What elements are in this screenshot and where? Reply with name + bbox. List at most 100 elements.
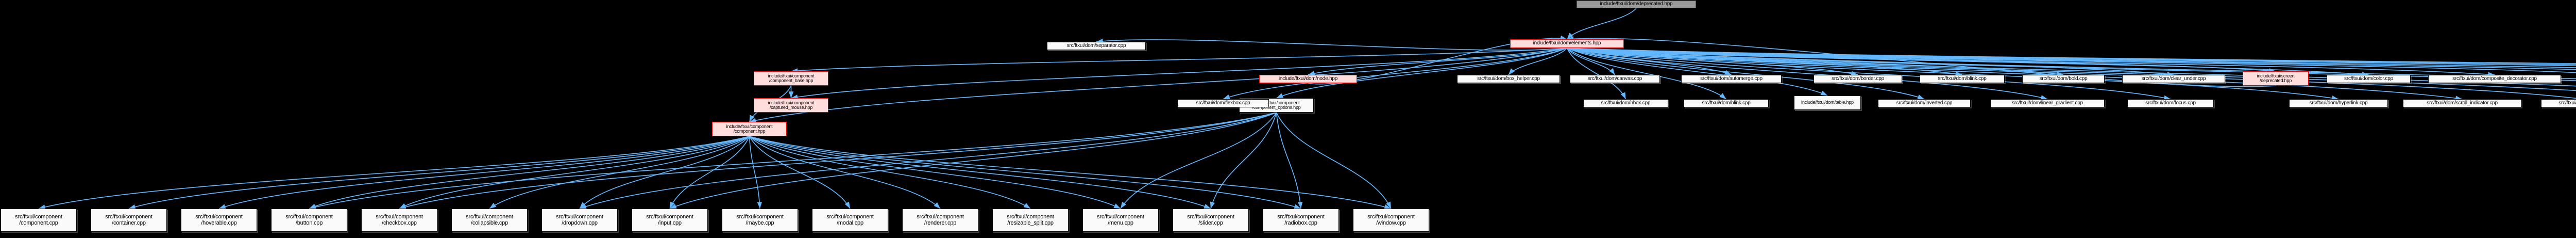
graph-edge bbox=[1567, 47, 1726, 100]
graph-node[interactable]: src/ftxui/component /dropdown.cpp bbox=[541, 209, 618, 232]
graph-edge bbox=[1276, 112, 1303, 209]
graph-edge bbox=[1223, 47, 1567, 100]
graph-node[interactable]: src/ftxui/component /radiobox.cpp bbox=[1263, 209, 1339, 232]
graph-edge bbox=[1567, 47, 2576, 91]
graph-node[interactable]: src/ftxui/component /container.cpp bbox=[91, 209, 167, 232]
graph-node[interactable]: src/ftxui/dom/blink.cpp bbox=[1684, 99, 1769, 107]
graph-edge bbox=[1566, 8, 1637, 40]
graph-node[interactable]: src/ftxui/component /renderer.cpp bbox=[902, 209, 978, 232]
graph-edge bbox=[749, 47, 1567, 123]
graph-edge bbox=[579, 136, 750, 209]
graph-edge bbox=[1567, 47, 2576, 68]
graph-edge bbox=[1567, 47, 1732, 75]
graph-node[interactable]: src/ftxui/dom/italic.cpp bbox=[2541, 99, 2576, 107]
graph-node[interactable]: src/ftxui/dom/focus.cpp bbox=[2127, 99, 2214, 107]
graph-edge bbox=[749, 136, 1031, 209]
graph-edge bbox=[749, 136, 851, 209]
graph-edge bbox=[1567, 47, 2576, 70]
graph-node[interactable]: include/ftxui/dom/deprecated.hpp bbox=[1577, 1, 1696, 8]
graph-edge bbox=[1567, 47, 1925, 100]
graph-edge bbox=[1567, 47, 2171, 101]
graph-edge bbox=[1567, 47, 2463, 101]
graph-node[interactable]: src/ftxui/dom/blink.cpp bbox=[1920, 75, 2005, 83]
graph-edge bbox=[1567, 47, 1962, 76]
graph-edge bbox=[309, 136, 750, 209]
graph-node[interactable]: src/ftxui/dom/canvas.cpp bbox=[1570, 75, 1660, 83]
graph-edge bbox=[38, 136, 750, 210]
graph-edge bbox=[749, 136, 941, 209]
graph-node[interactable]: src/ftxui/dom/hyperlink.cpp bbox=[2289, 99, 2388, 107]
graph-node[interactable]: src/ftxui/dom/automerge.cpp bbox=[1681, 75, 1782, 83]
graph-node[interactable]: src/ftxui/dom/flexbox.cpp bbox=[1177, 99, 1269, 107]
graph-node[interactable]: src/ftxui/component /slider.cpp bbox=[1173, 209, 1249, 232]
graph-edge bbox=[1567, 47, 2576, 64]
graph-node[interactable]: include/ftxui/dom/elements.hpp bbox=[1510, 39, 1624, 48]
graph-node[interactable]: src/ftxui/dom/bold.cpp bbox=[2022, 75, 2105, 83]
graph-edge bbox=[579, 112, 1277, 209]
graph-node[interactable]: src/ftxui/dom/color.cpp bbox=[2327, 75, 2411, 83]
graph-node[interactable]: include/ftxui/dom/table.hpp bbox=[1794, 96, 1861, 110]
graph-edge bbox=[1508, 47, 1568, 75]
graph-edge bbox=[1567, 47, 2339, 101]
graph-edge bbox=[1567, 47, 2576, 81]
graph-edge bbox=[1567, 47, 2576, 67]
graph-node[interactable]: src/ftxui/dom/linear_gradient.cpp bbox=[1990, 99, 2105, 107]
graph-edge bbox=[749, 136, 1121, 209]
graph-edge bbox=[1567, 47, 1828, 96]
graph-node[interactable]: src/ftxui/dom/clear_under.cpp bbox=[2122, 75, 2225, 83]
graph-node[interactable]: src/ftxui/dom/box_helper.cpp bbox=[1457, 75, 1560, 83]
graph-edge bbox=[128, 136, 750, 210]
graph-edge bbox=[1096, 38, 1567, 51]
graph-edge bbox=[669, 136, 750, 209]
graph-edge bbox=[749, 136, 762, 209]
graph-edge bbox=[1567, 47, 2576, 73]
graph-node[interactable]: src/ftxui/dom/hbox.cpp bbox=[1583, 99, 1668, 107]
graph-edge bbox=[749, 136, 1301, 209]
graph-node[interactable]: include/ftxui/component /captured_mouse.… bbox=[754, 98, 828, 113]
graph-node[interactable]: src/ftxui/component /modal.cpp bbox=[812, 209, 888, 232]
graph-node[interactable]: src/ftxui/component /collapsible.cpp bbox=[451, 209, 528, 232]
graph-edge bbox=[749, 136, 1392, 210]
graph-node[interactable]: src/ftxui/dom/composite_decorator.cpp bbox=[2428, 75, 2561, 83]
graph-node[interactable]: src/ftxui/component /component.cpp bbox=[1, 209, 77, 232]
graph-edge bbox=[1276, 112, 1392, 209]
graph-node[interactable]: include/ftxui/component /component_base.… bbox=[754, 71, 828, 86]
graph-edge bbox=[791, 47, 1567, 100]
graph-edge bbox=[1567, 47, 2576, 65]
graph-edge bbox=[1210, 112, 1277, 209]
graph-edge bbox=[399, 112, 1277, 210]
graph-edge bbox=[1567, 47, 1858, 76]
graph-edge bbox=[309, 112, 1277, 210]
graph-node[interactable]: src/ftxui/dom/scroll_indicator.cpp bbox=[2403, 99, 2521, 107]
graph-node[interactable]: include/ftxui/screen /deprecated.hpp bbox=[2243, 71, 2309, 86]
graph-edge bbox=[1276, 47, 1567, 99]
graph-node[interactable]: src/ftxui/component /hoverable.cpp bbox=[181, 209, 257, 232]
graph-node[interactable]: src/ftxui/component /menu.cpp bbox=[1082, 209, 1159, 232]
graph-edge bbox=[218, 136, 750, 209]
graph-node[interactable]: include/ftxui/dom/node.hpp bbox=[1259, 75, 1357, 83]
graph-edge bbox=[399, 136, 750, 209]
graph-edge bbox=[1567, 47, 2576, 101]
graph-edge bbox=[1120, 112, 1277, 209]
graph-node[interactable]: src/ftxui/dom/border.cpp bbox=[1814, 75, 1902, 83]
graph-node[interactable]: src/ftxui/component /checkbox.cpp bbox=[361, 209, 437, 232]
graph-node[interactable]: src/ftxui/component /window.cpp bbox=[1353, 209, 1429, 232]
graph-edge bbox=[749, 136, 1211, 209]
graph-edge bbox=[1567, 47, 2174, 77]
graph-edge bbox=[1567, 47, 2576, 80]
graph-node[interactable]: src/ftxui/dom/separator.cpp bbox=[1047, 42, 1146, 50]
graph-edge bbox=[1567, 47, 2048, 100]
graph-node[interactable]: src/ftxui/dom/inverted.cpp bbox=[1878, 99, 1971, 107]
graph-node[interactable]: src/ftxui/component /button.cpp bbox=[271, 209, 347, 232]
graph-edge bbox=[489, 136, 750, 209]
graph-node[interactable]: src/ftxui/component /resizable_split.cpp bbox=[992, 209, 1069, 232]
graph-edge bbox=[1566, 47, 1616, 75]
graph-node[interactable]: src/ftxui/component /input.cpp bbox=[632, 209, 708, 232]
graph-node[interactable]: include/ftxui/component /component.hpp bbox=[712, 122, 787, 136]
graph-edge bbox=[791, 47, 1567, 73]
graph-edge bbox=[1566, 47, 1626, 100]
graph-edge bbox=[1308, 47, 1567, 76]
graph-node[interactable]: src/ftxui/component /maybe.cpp bbox=[722, 209, 798, 232]
